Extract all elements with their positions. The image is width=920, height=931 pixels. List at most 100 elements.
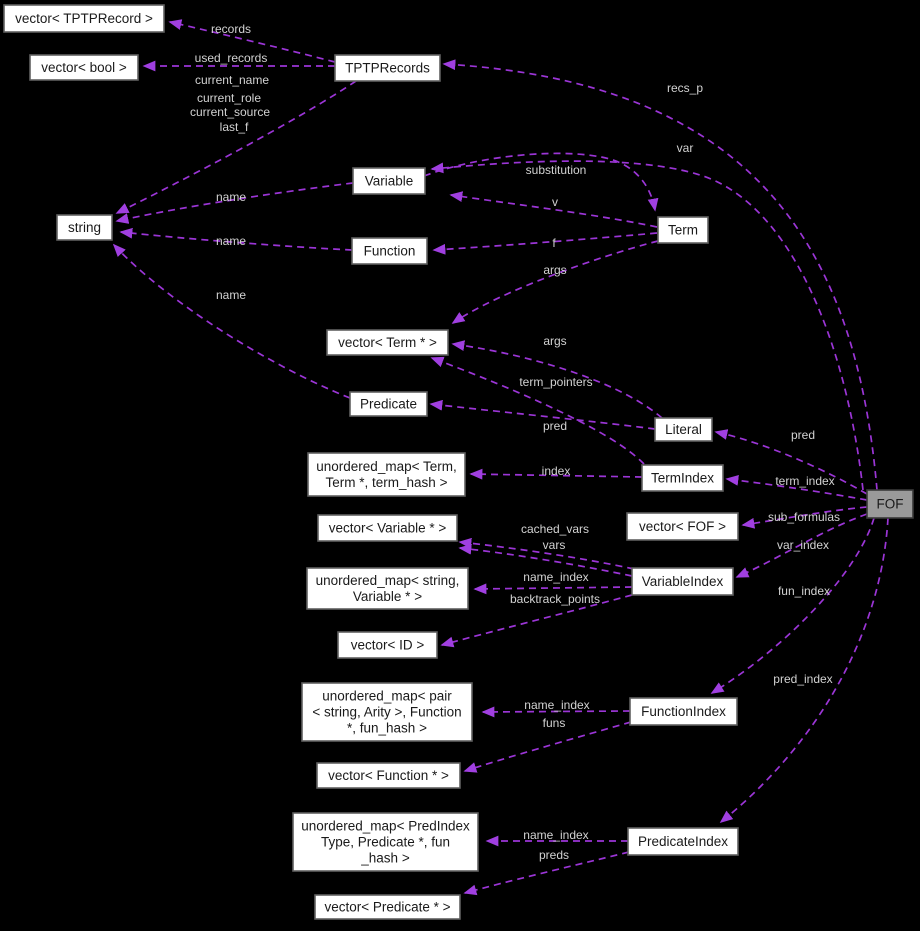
node-label: < string, Arity >, Function	[312, 705, 461, 720]
edge-label-sub_formulas: sub_formulas	[768, 510, 840, 524]
node-label: TermIndex	[651, 471, 714, 486]
edge-label-name_index: name_index	[523, 828, 588, 842]
edge-label-args: args	[543, 263, 566, 277]
edge-variable-to-term	[423, 152, 659, 212]
node-vector-fof[interactable]: vector< FOF >	[626, 512, 739, 541]
node-label: _hash >	[360, 851, 410, 866]
node-label: Term *, term_hash >	[326, 475, 448, 490]
node-fof[interactable]: FOF	[866, 489, 914, 519]
edge-label-backtrack_points: backtrack_points	[510, 592, 600, 606]
edge-fof-to-variableindex	[735, 513, 868, 578]
edge-literal-to-predicate	[429, 399, 656, 430]
edge-label-pred_index: pred_index	[773, 672, 832, 686]
node-label: Variable * >	[353, 589, 422, 604]
node-literal[interactable]: Literal	[654, 417, 713, 442]
node-label: vector< bool >	[41, 60, 127, 75]
node-unordered-map-term[interactable]: unordered_map< Term,Term *, term_hash >	[307, 452, 466, 497]
node-predicate[interactable]: Predicate	[349, 391, 428, 417]
edge-termindex-to-unordered-map-term	[469, 468, 643, 480]
edge-term-to-function	[432, 232, 658, 255]
node-vector-tptprecord[interactable]: vector< TPTPRecord >	[3, 4, 165, 33]
edge-label-funs: funs	[543, 716, 566, 730]
node-unordered-map-pair[interactable]: unordered_map< pair< string, Arity >, Fu…	[301, 682, 473, 742]
edge-label-term_index: term_index	[775, 474, 834, 488]
node-vector-id[interactable]: vector< ID >	[337, 631, 438, 659]
edge-label-current_source: current_source	[190, 105, 270, 119]
edge-label-records: records	[211, 22, 251, 36]
node-label: VariableIndex	[642, 574, 724, 589]
edge-term-to-variable	[449, 191, 658, 228]
node-label: *, fun_hash >	[347, 721, 427, 736]
node-vector-term-ptr[interactable]: vector< Term * >	[326, 329, 449, 356]
node-label: unordered_map< string,	[316, 573, 460, 588]
node-functionindex[interactable]: FunctionIndex	[629, 697, 738, 726]
edge-label-args: args	[543, 334, 566, 348]
node-tptprecords[interactable]: TPTPRecords	[334, 54, 441, 82]
node-label: vector< Variable * >	[329, 521, 447, 536]
edge-termindex-to-vector-term-ptr	[430, 356, 645, 465]
node-label: PredicateIndex	[638, 834, 728, 849]
edge-label-var_index: var_index	[777, 538, 829, 552]
edge-function-to-string	[119, 227, 353, 251]
node-label: Predicate	[360, 397, 417, 412]
edge-functionindex-to-vector-function-ptr	[463, 721, 632, 773]
node-function[interactable]: Function	[351, 237, 428, 265]
node-vector-variable-ptr[interactable]: vector< Variable * >	[317, 514, 458, 542]
node-label: vector< FOF >	[639, 519, 726, 534]
edge-label-name: name	[216, 288, 246, 302]
node-label: unordered_map< PredIndex	[301, 819, 470, 834]
edge-variableindex-to-unordered-map-string	[473, 583, 633, 595]
edge-label-preds: preds	[539, 848, 569, 862]
edge-label-last_f: last_f	[220, 120, 249, 134]
node-vector-bool[interactable]: vector< bool >	[29, 54, 139, 81]
edge-fof-to-vector-fof	[741, 506, 868, 529]
node-string[interactable]: string	[56, 214, 113, 241]
node-label: TPTPRecords	[345, 61, 430, 76]
node-label: vector< Function * >	[328, 768, 449, 783]
node-variable[interactable]: Variable	[352, 167, 426, 195]
node-unordered-map-string[interactable]: unordered_map< string,Variable * >	[306, 567, 469, 610]
edge-label-cached_vars: cached_vars	[521, 522, 589, 536]
edge-label-index: index	[542, 464, 571, 478]
edge-fof-to-termindex	[725, 475, 868, 501]
edge-term-to-vector-term-ptr	[451, 240, 659, 324]
node-vector-predicate-ptr[interactable]: vector< Predicate * >	[314, 894, 461, 920]
edge-fof-to-variable	[430, 160, 864, 491]
edge-tptprecords-to-vector-tptprecord	[168, 19, 336, 63]
edge-label-fun_index: fun_index	[778, 584, 830, 598]
node-term[interactable]: Term	[657, 216, 709, 244]
node-label: FOF	[877, 497, 904, 512]
edge-fof-to-literal	[714, 429, 868, 495]
node-termindex[interactable]: TermIndex	[641, 464, 724, 492]
node-label: Variable	[365, 174, 414, 189]
edge-label-f: f	[552, 236, 556, 250]
node-label: Function	[364, 244, 416, 259]
edge-label-pred: pred	[543, 419, 567, 433]
edge-variableindex-to-vector-variable-ptr	[458, 537, 635, 570]
edge-label-v: v	[552, 195, 558, 209]
node-label: string	[68, 220, 101, 235]
edge-label-name: name	[216, 234, 246, 248]
node-label: Type, Predicate *, fun	[321, 835, 450, 850]
edge-variableindex-to-vector-variable-ptr	[458, 543, 633, 577]
edge-label-current_role: current_role	[197, 91, 261, 105]
edge-label-var: var	[677, 141, 694, 155]
edge-label-recs_p: recs_p	[667, 81, 703, 95]
edge-functionindex-to-unordered-map-pair	[481, 706, 631, 718]
edge-fof-to-functionindex	[710, 517, 875, 694]
edge-label-substitution: substitution	[526, 163, 587, 177]
edge-label-vars: vars	[543, 538, 566, 552]
node-vector-function-ptr[interactable]: vector< Function * >	[316, 762, 461, 789]
edge-label-term_pointers: term_pointers	[519, 375, 592, 389]
node-label: vector< Predicate * >	[324, 900, 450, 915]
node-label: vector< Term * >	[338, 335, 437, 350]
node-variableindex[interactable]: VariableIndex	[631, 567, 734, 596]
edge-label-name_index: name_index	[523, 570, 588, 584]
edge-label-used_records: used_records	[195, 51, 268, 65]
node-label: unordered_map< Term,	[316, 459, 456, 474]
node-predicateindex[interactable]: PredicateIndex	[627, 827, 739, 856]
edge-fof-to-tptprecords	[442, 59, 878, 491]
